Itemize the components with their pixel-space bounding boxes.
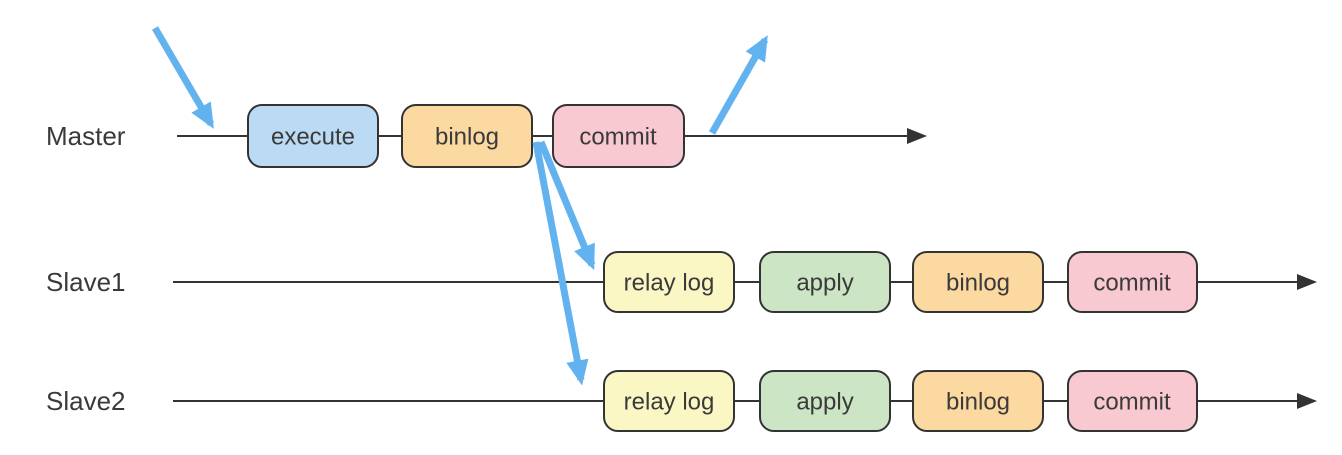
slave1-row-label: Slave1 bbox=[46, 267, 126, 297]
slave1-apply-label: apply bbox=[796, 270, 853, 297]
master-commit-box bbox=[552, 104, 685, 168]
slave1-step-apply: apply bbox=[759, 251, 891, 313]
slave2-step-binlog: binlog bbox=[912, 370, 1044, 432]
slave2-apply-label: apply bbox=[796, 389, 853, 416]
slave2-binlog-box bbox=[912, 370, 1044, 432]
slave2-row-label: Slave2 bbox=[46, 386, 126, 416]
master-execute-label: execute bbox=[271, 124, 355, 151]
slave2-step-relaylog: relay log bbox=[603, 370, 735, 432]
master-binlog-label: binlog bbox=[435, 124, 499, 151]
slave2-relaylog-box bbox=[603, 370, 735, 432]
slave2-commit-label: commit bbox=[1093, 389, 1171, 416]
master-step-execute: execute bbox=[247, 104, 379, 168]
outgoing-ack-arrow bbox=[708, 35, 769, 135]
master-step-commit: commit bbox=[552, 104, 685, 168]
slave1-commit-box bbox=[1067, 251, 1198, 313]
master-execute-box bbox=[247, 104, 379, 168]
slave1-binlog-box bbox=[912, 251, 1044, 313]
binlog-sync-arrow-slave1 bbox=[537, 140, 596, 271]
slave2-commit-box bbox=[1067, 370, 1198, 432]
slave1-relaylog-label: relay log bbox=[624, 270, 715, 297]
slave1-step-relaylog: relay log bbox=[603, 251, 735, 313]
slave1-apply-box bbox=[759, 251, 891, 313]
master-binlog-box bbox=[401, 104, 533, 168]
slave1-binlog-label: binlog bbox=[946, 270, 1010, 297]
slave2-binlog-label: binlog bbox=[946, 389, 1010, 416]
binlog-sync-arrow-slave2 bbox=[532, 141, 589, 386]
slave1-relaylog-box bbox=[603, 251, 735, 313]
slave2-step-apply: apply bbox=[759, 370, 891, 432]
slave1-step-binlog: binlog bbox=[912, 251, 1044, 313]
slave2-apply-box bbox=[759, 370, 891, 432]
master-commit-label: commit bbox=[579, 124, 657, 151]
master-row-label: Master bbox=[46, 121, 126, 151]
slave1-step-commit: commit bbox=[1067, 251, 1198, 313]
master-step-binlog: binlog bbox=[401, 104, 533, 168]
slave2-step-commit: commit bbox=[1067, 370, 1198, 432]
slave1-commit-label: commit bbox=[1093, 270, 1171, 297]
incoming-request-arrow bbox=[151, 26, 215, 129]
slave2-relaylog-label: relay log bbox=[624, 389, 715, 416]
